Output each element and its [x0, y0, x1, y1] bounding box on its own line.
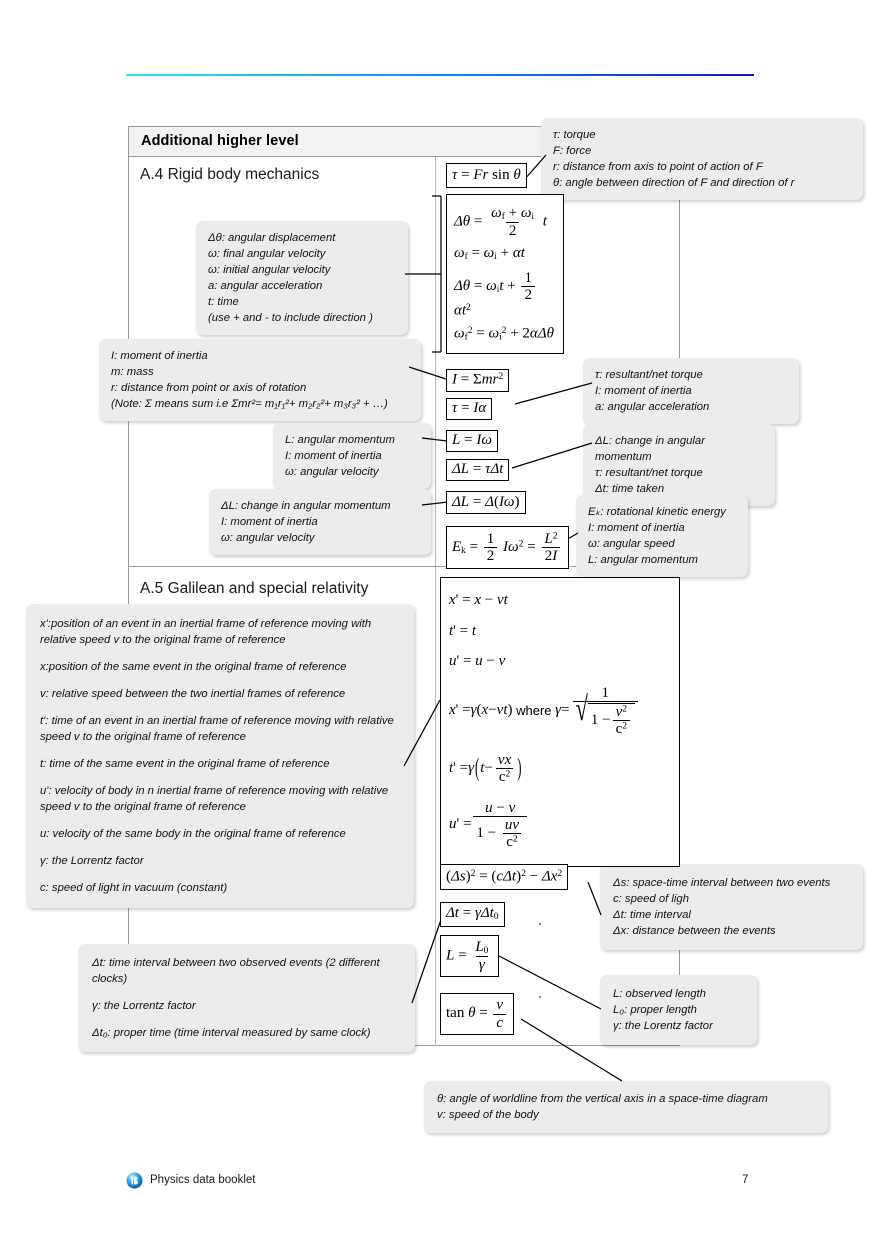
formula-galilean-velocity: u' = u − v [449, 653, 506, 670]
note-line: v: relative speed between the two inerti… [40, 688, 346, 701]
note-line: t': time of an event in an inertial fram… [40, 715, 394, 744]
note-line: τ: torque [553, 129, 596, 141]
note-line: v: speed of the body [437, 1109, 539, 1122]
note-line: ω: angular velocity [221, 532, 315, 545]
table-column-divider-a5 [435, 567, 436, 1046]
formula-relativity-group: x' = x − vt t' = t u' = u − v x' = γ(x −… [440, 577, 680, 867]
note-line: r: distance from point or axis of rotati… [111, 382, 307, 395]
note-line: τ: resultant/net torque [595, 369, 703, 381]
note-line: c: speed of light in vacuum (constant) [40, 882, 228, 895]
formula-angular-momentum: L = Iω [446, 430, 498, 452]
note-line: (Note: Σ means sum i.e Σmr²= m₁r₁²+ m₂r₂… [111, 398, 388, 411]
note-line: ΔL: change in angular momentum [595, 435, 705, 464]
note-line: γ: the Lorentz factor [613, 1020, 713, 1033]
note-line: u': velocity of body in n inertial frame… [40, 785, 389, 814]
note-line: F: force [553, 145, 592, 158]
note-line: t: time [208, 296, 239, 309]
note-delta-L-torque: ΔL: change in angular momentum τ: result… [583, 424, 775, 507]
note-line: Δx: distance between the events [613, 925, 776, 938]
note-angular-momentum: L: angular momentum I: moment of inertia… [273, 423, 431, 490]
section-title-a4: A.4 Rigid body mechanics [140, 166, 320, 183]
page-number: 7 [742, 1174, 749, 1186]
note-line: x':position of an event in an inertial f… [40, 618, 372, 647]
note-line: a: angular acceleration [208, 280, 323, 293]
note-length-contraction: L: observed length L₀: proper length γ: … [600, 975, 757, 1046]
note-line: I: moment of inertia [221, 516, 318, 529]
note-line: Δt: time interval [613, 909, 691, 922]
scan-dot [539, 996, 541, 998]
note-line: ω: angular speed [588, 538, 675, 551]
note-rotational-kinematics: Δθ: angular displacement ω: final angula… [196, 221, 408, 336]
note-line: I: moment of inertia [285, 450, 382, 463]
note-relativity-symbols: x':position of an event in an inertial f… [26, 604, 414, 909]
note-line: c: speed of ligh [613, 893, 689, 906]
scan-dot [539, 923, 541, 925]
note-line: L: observed length [613, 988, 706, 1000]
note-line: I: moment of inertia [111, 350, 208, 362]
note-line: ω: initial angular velocity [208, 264, 331, 277]
note-torque-definitions: τ: torque F: force r: distance from axis… [541, 118, 863, 201]
formula-omega-final: ωf = ωi + αt [454, 244, 525, 262]
formula-omega-squared: ωf2 = ωi2 + 2αΔθ [454, 325, 554, 343]
formula-spacetime-interval: (Δs)2 = (cΔt)2 − Δx2 [440, 864, 569, 890]
note-line: (use + and - to include direction ) [208, 312, 373, 325]
formula-delta-L-torque: ΔL = τΔt [446, 459, 510, 481]
formula-torque-i-alpha: τ = Iα [446, 398, 493, 420]
note-torque-i-alpha: τ: resultant/net torque I: moment of ine… [583, 358, 799, 425]
note-line: I: moment of inertia [588, 522, 685, 535]
note-moment-of-inertia: I: moment of inertia m: mass r: distance… [99, 339, 421, 422]
formula-galilean-position: x' = x − vt [449, 592, 508, 609]
note-line: γ: the Lorrentz factor [92, 1000, 196, 1013]
formula-delta-L-delta-I-omega: ΔL = Δ(Iω) [446, 491, 526, 514]
formula-galilean-time: t' = t [449, 622, 477, 639]
note-line: m: mass [111, 366, 154, 379]
note-time-dilation: Δt: time interval between two observed e… [78, 944, 415, 1053]
note-line: γ: the Lorrentz factor [40, 855, 144, 868]
note-line: ω: angular velocity [285, 466, 379, 479]
note-delta-L-delta-I-omega: ΔL: change in angular momentum I: moment… [209, 489, 431, 556]
note-rotational-kinetic-energy: Eₖ: rotational kinetic energy I: moment … [576, 495, 748, 578]
note-line: r: distance from axis to point of action… [553, 161, 763, 174]
note-spacetime-interval: Δs: space-time interval between two even… [600, 864, 863, 951]
note-line: I: moment of inertia [595, 385, 692, 398]
note-worldline-angle: θ: angle of worldline from the vertical … [424, 1081, 828, 1134]
footer-title: Physics data booklet [150, 1174, 256, 1186]
note-line: t: time of the same event in the origina… [40, 758, 330, 771]
formula-moment-of-inertia: I = Σmr2 [446, 369, 510, 392]
note-line: Eₖ: rotational kinetic energy [588, 506, 726, 518]
table-header-label: Additional higher level [141, 133, 299, 149]
formula-time-dilation: Δt = γΔt0 [440, 902, 505, 927]
note-line: θ: angle of worldline from the vertical … [437, 1093, 768, 1105]
table-column-divider-a4 [435, 157, 436, 566]
note-line: Δθ: angular displacement [208, 232, 336, 244]
formula-torque: τ = Fr sin θ [446, 163, 527, 188]
note-line: Δs: space-time interval between two even… [613, 877, 831, 889]
section-title-a5: A.5 Galilean and special relativity [140, 580, 369, 597]
header-gradient-rule [126, 74, 754, 76]
ib-logo [126, 1172, 143, 1189]
note-line: a: angular acceleration [595, 401, 710, 414]
note-line: Δt: time interval between two observed e… [92, 957, 380, 986]
note-line: Δt₀: proper time (time interval measured… [92, 1027, 371, 1040]
note-line: u: velocity of the same body in the orig… [40, 828, 346, 841]
note-line: ω: final angular velocity [208, 248, 326, 261]
table-row-divider [129, 566, 679, 567]
note-line: θ: angle between direction of F and dire… [553, 177, 795, 190]
note-line: Δt: time taken [595, 483, 665, 496]
note-line: L: angular momentum [588, 554, 698, 567]
note-line: L₀: proper length [613, 1004, 697, 1017]
note-line: L: angular momentum [285, 434, 395, 446]
note-line: τ: resultant/net torque [595, 467, 703, 480]
note-line: ΔL: change in angular momentum [221, 500, 391, 512]
note-line: x:position of the same event in the orig… [40, 661, 347, 674]
